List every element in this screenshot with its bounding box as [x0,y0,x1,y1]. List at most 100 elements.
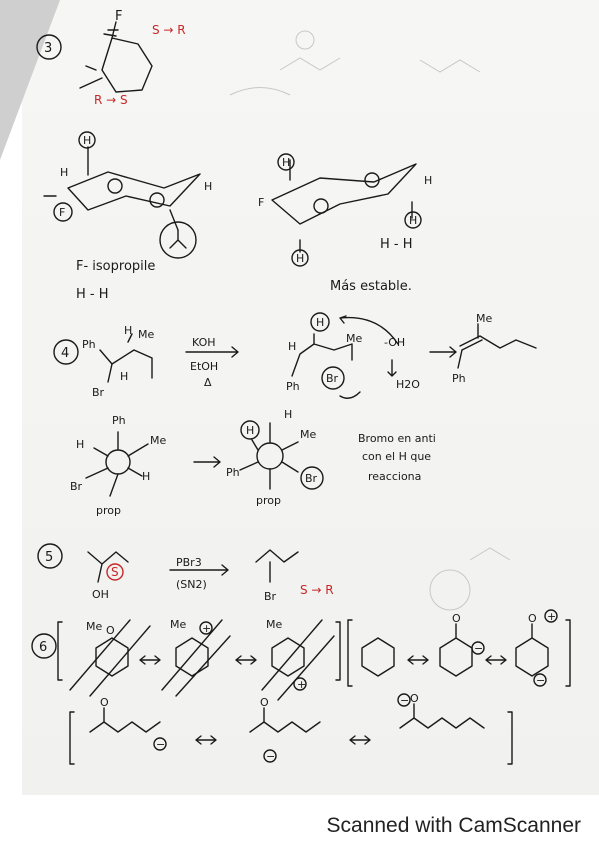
substrate-ph: Ph [82,338,96,351]
substrate-h-bottom: H [120,370,128,383]
problem-number-circle [53,339,79,365]
ring2-charge: + [202,622,211,635]
enone3-charge-circle [397,693,411,707]
substrate-skeleton [99,349,153,379]
enone-3 [399,703,485,729]
chair-right-h-circle-bottom [291,249,309,267]
enone2-o: O [260,696,269,709]
problem-number: 4 [61,346,69,361]
curved-arrow-base [339,315,399,345]
ring6-o: O [528,612,537,625]
strike-3 [261,619,335,701]
fluoro-wedge [103,21,119,39]
resonance-ring-5 [439,623,473,677]
product-ph: Ph [452,372,466,385]
reagent-etoh: EtOH [190,360,218,373]
ring5-charge-circle [471,641,485,655]
bromide-skeleton [255,549,299,583]
newman-left-h: H [76,438,84,451]
bromide-br: Br [264,590,277,603]
bleed-through-marks [229,30,511,611]
problem-3: 3 F S → R R → S H F H H F- isopropile H … [36,9,432,302]
chair-right-h-circle-top [277,153,295,171]
chair-left-h-circle-top [78,131,96,149]
note-line-1: Bromo en anti [358,432,436,445]
product-bonds [457,323,479,369]
chair-conformation-left [67,171,201,211]
newman-right-h-circle [240,420,260,440]
newman-arrow [193,456,221,468]
enone3-charge: − [400,694,409,707]
reagent-sn2: (SN2) [176,578,207,591]
chair-right-h-right: H [409,214,417,227]
resonance-arrow-3 [407,655,429,665]
h-h-right-label: H - H [380,237,413,252]
isopropyl-group [169,229,187,249]
problem-number: 6 [39,640,47,655]
product-me: Me [476,312,492,325]
ring2-me: Me [170,618,186,631]
resonance-ring-1 [95,637,129,677]
page-corner-shadow [0,0,60,160]
bracket-left-close [335,621,341,681]
newman-right-h: H [284,408,292,421]
resonance-ring-2 [175,637,209,677]
enone-2 [249,707,321,733]
f-isopropyl-label: F- isopropile [76,259,155,274]
ring6-charge-circle-top [544,609,558,623]
stereo-label-bottom: R → S [94,93,128,107]
newman-left-me: Me [150,434,166,447]
intermediate-ph: Ph [286,380,300,393]
isopropyl-bond [79,65,103,89]
substrate-h-top: H [124,324,132,337]
bracket-bottom-close [507,711,513,765]
reagent-heat: Δ [204,376,212,389]
ring6-charge-bottom: − [536,674,545,687]
newman-left-br: Br [70,480,83,493]
problem-number-circle [37,543,63,569]
problem-number: 3 [44,41,52,56]
substrate-me: Me [138,328,154,341]
stereo-s: S [111,565,119,579]
note-line-2: con el H que [362,450,431,463]
chair-right-h-circle-mid2 [364,172,380,188]
problem-5: 5 S OH PBr3 (SN2) Br S → R [37,543,334,603]
enone2-charge-circle [263,749,277,763]
newman-right-br: Br [305,472,318,485]
chair-left-h-b: H [204,180,212,193]
bracket-right-close [565,619,571,687]
newman-right-bonds [239,422,299,490]
chair-right-h-a: H [424,174,432,187]
base-oh: -OH [384,336,405,349]
resonance-arrow-2 [235,655,257,665]
resonance-ring-6 [515,623,549,677]
ring3-me: Me [266,618,282,631]
ring6-charge-circle-bottom [533,673,547,687]
strike-2 [161,619,231,697]
newman-left-prop: prop [96,504,121,517]
problem-number-circle [31,633,57,659]
mas-estable-label: Más estable. [330,279,412,294]
problem-6: 6 Me O Me + Me + O − [31,609,571,765]
chair-left-axial-bonds [43,146,179,231]
product-alkene [459,335,537,351]
bracket-right-open [347,619,353,687]
alcohol-oh: OH [92,588,109,601]
stereo-label-top: S → R [152,23,186,37]
intermediate-h-circle [310,312,330,332]
handwritten-notes: 3 F S → R R → S H F H H F- isopropile H … [31,9,571,765]
chair-left-f: F [59,206,65,219]
reagent-koh: KOH [192,336,216,349]
stereo-s-circle [106,563,124,581]
note-line-3: reacciona [368,470,421,483]
newman-right-prop: prop [256,494,281,507]
newman-left [105,449,131,475]
chair-right-h-circle-mid [313,198,329,214]
ring2-charge-circle [199,621,213,635]
chair-left-h-a: H [60,166,68,179]
problem-number: 5 [45,550,53,565]
water-arrow [387,359,397,377]
strike-1 [69,619,151,697]
resonance-arrow-1 [139,655,161,665]
